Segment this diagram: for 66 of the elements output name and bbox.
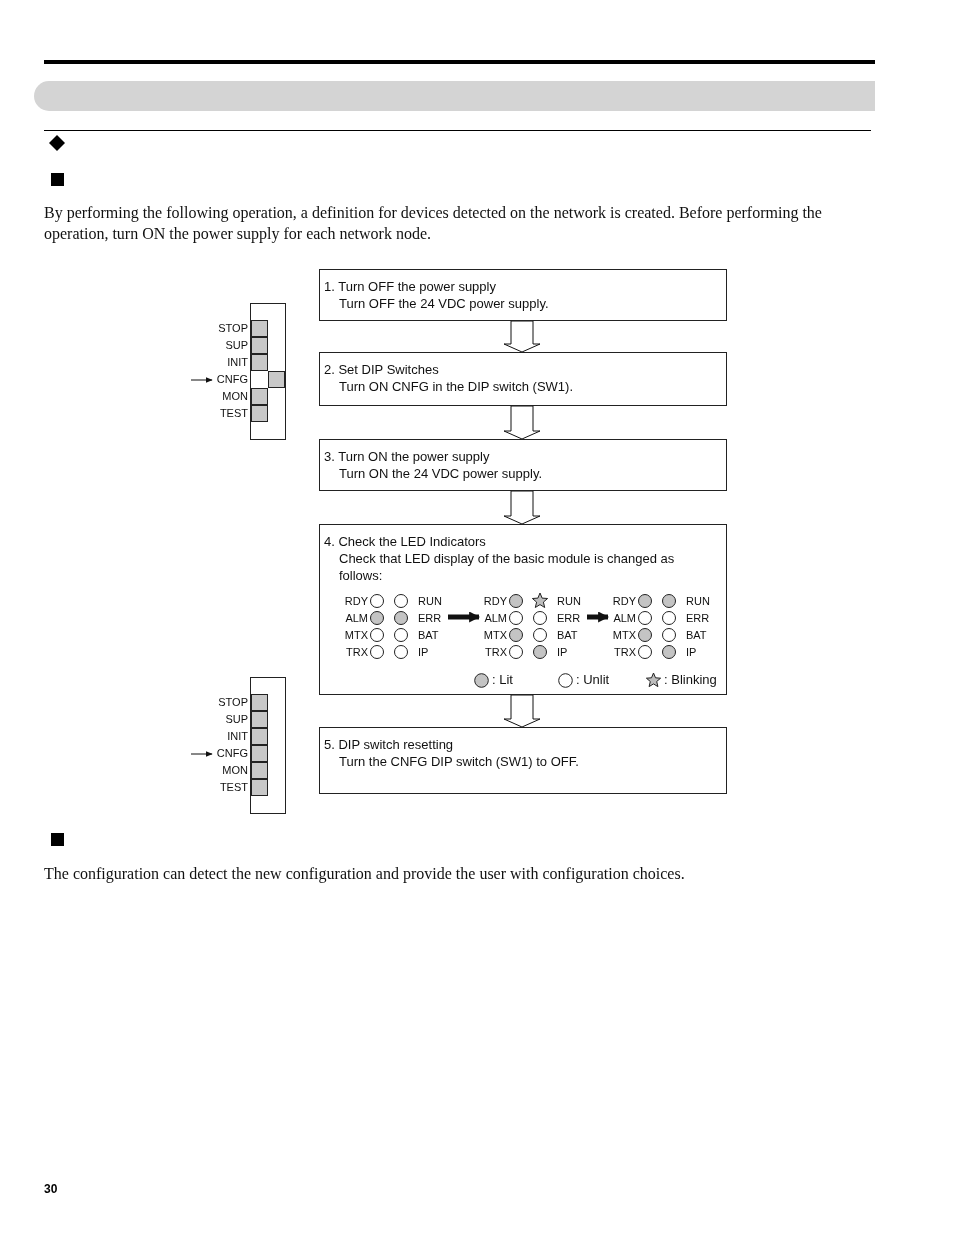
step-heading: 5. DIP switch resetting [324,736,455,753]
led-label: ERR [418,612,442,625]
thick-arrow [448,611,481,623]
legend-text: : Blinking [664,672,717,688]
step-text: Turn OFF the 24 VDC power supply. [338,295,550,312]
hollow-arrow [503,405,541,440]
hollow-arrow [503,320,541,353]
led-label: RDY [483,595,507,608]
step-heading: 1. Turn OFF the power supply [324,278,497,295]
led-label: ALM [613,612,636,625]
section-band [34,81,875,111]
step-text: Turn the CNFG DIP switch (SW1) to OFF. [338,753,580,770]
legend-text: : Lit [492,672,513,688]
step-box [319,439,727,491]
led-label: RUN [418,595,442,608]
switch-label: MON [222,390,248,403]
switch-label: CNFG [216,373,248,386]
led-label: RUN [686,595,710,608]
led-label: RDY [344,595,368,608]
led-label: ERR [686,612,710,625]
arrow [190,751,213,757]
led-label: ALM [345,612,368,625]
page-number: 30 [44,1182,58,1196]
led-label: ERR [557,612,581,625]
switch-label: INIT [227,730,248,743]
led-label: TRX [614,646,636,659]
led-label: BAT [557,629,578,642]
step-box [319,352,727,406]
switch-label: INIT [227,356,248,369]
step-box [319,727,727,794]
led-label: RDY [612,595,636,608]
step-box [319,269,727,321]
switch-label: SUP [225,339,248,352]
switch-label: STOP [218,322,248,335]
hollow-arrow [503,694,541,728]
switch-label: TEST [219,781,248,794]
step-text: Check that LED display of the basic module is changed as follows: [338,550,676,584]
step-box [319,524,727,695]
switch-label: SUP [225,713,248,726]
switch-label: MON [222,764,248,777]
led-label: MTX [483,629,507,642]
led-label: ALM [484,612,507,625]
intro-paragraph: By performing the following operation, a definition for devices detected on the network is created. Before performing the operation, turn ON the power supply for each network node. [44,203,823,244]
body-paragraph: The configuration can detect the new configuration and provide the user with configuration choices. [44,864,686,884]
step-text: Turn ON CNFG in the DIP switch (SW1). [338,378,575,395]
hollow-arrow [503,490,541,525]
arrow [190,377,213,383]
switch-label: CNFG [216,747,248,760]
led-label: TRX [346,646,368,659]
led-label: BAT [686,629,707,642]
led-label: RUN [557,595,581,608]
led-label: MTX [344,629,368,642]
led-label: IP [418,646,429,659]
led-label: TRX [485,646,507,659]
led-label: BAT [418,629,439,642]
led-label: IP [557,646,568,659]
step-heading: 2. Set DIP Switches [324,361,440,378]
step-text: Turn ON the 24 VDC power supply. [338,465,544,482]
led-label: IP [686,646,697,659]
step-heading: 4. Check the LED Indicators [324,533,487,550]
step-heading: 3. Turn ON the power supply [324,448,491,465]
legend-text: : Unlit [576,672,610,688]
thick-arrow [587,611,610,623]
led-label: MTX [612,629,636,642]
switch-label: STOP [218,696,248,709]
switch-label: TEST [219,407,248,420]
